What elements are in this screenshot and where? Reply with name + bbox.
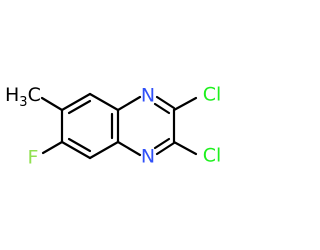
bond-c3-c4: [60, 140, 92, 160]
bond-c2-cl-top: [172, 96, 198, 112]
bond-n-bottom-c2a: [116, 140, 142, 157]
nitrogen-label-top: N: [141, 85, 155, 107]
bonds: [40, 92, 198, 160]
chlorine-label-top: Cl: [203, 84, 222, 106]
bond-c3p-n-bottom: [155, 141, 176, 156]
fluorine-label: F: [28, 147, 39, 169]
bond-c5-methyl: [40, 96, 64, 112]
methyl-subscript: 3: [19, 95, 27, 110]
methyl-hydrogen: H: [5, 84, 19, 106]
methyl-label: H3C: [5, 84, 41, 110]
bond-c2a-c3: [88, 140, 120, 160]
atom-labels: N N Cl Cl F H3C: [5, 84, 221, 169]
bond-n-top-c2: [155, 95, 176, 110]
bond-c3p-n-bottom-inner: [153, 137, 171, 150]
bond-c6-c6a: [88, 92, 120, 112]
bond-c5-c6-inner: [67, 99, 92, 115]
methyl-carbon: C: [28, 84, 41, 106]
bond-n-top-c2-inner: [153, 102, 171, 115]
bond-c3p-cl-bottom: [172, 140, 198, 156]
bond-c4-fluorine: [41, 140, 64, 155]
chlorine-label-bottom: Cl: [203, 145, 222, 167]
nitrogen-label-bottom: N: [141, 146, 155, 168]
bond-c3-c4-inner: [67, 137, 92, 153]
bond-c5-c6: [60, 92, 92, 112]
molecule-structure: N N Cl Cl F H3C: [5, 84, 221, 169]
bond-c6a-n-top: [116, 95, 142, 112]
